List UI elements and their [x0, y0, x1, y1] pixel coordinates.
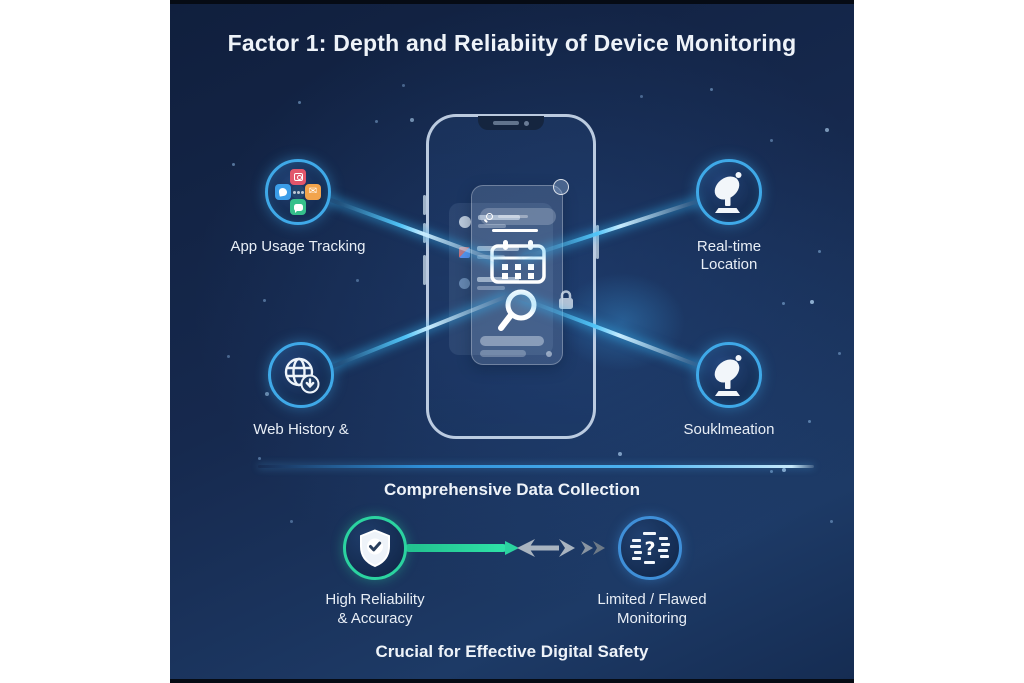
app-icon — [459, 247, 470, 258]
phone-camera — [524, 120, 529, 126]
node-circle — [268, 342, 334, 408]
phone-volume-button — [423, 195, 426, 215]
list-item — [459, 215, 543, 228]
infographic-panel: Factor 1: Depth and Reliabiity of Device… — [170, 0, 854, 683]
limited-monitoring-circle: ? — [618, 516, 682, 580]
limited-monitoring-label: Limited / Flawed Monitoring — [597, 591, 707, 627]
node-circle: ✉ — [265, 159, 331, 225]
high-reliability-circle — [343, 516, 407, 580]
section-divider — [258, 465, 814, 468]
magnifier-icon — [498, 289, 537, 331]
node-realtime-location: Real-time Location — [654, 159, 804, 274]
reliability-connector-line — [405, 544, 507, 552]
placeholder-bar — [480, 350, 526, 357]
node-label: Souklmeation — [683, 421, 775, 438]
node-circle — [696, 342, 762, 408]
satellite-dish-icon — [714, 172, 742, 213]
search-underline — [492, 229, 538, 232]
placeholder-bar — [480, 336, 544, 346]
globe-download-icon — [284, 357, 320, 394]
placeholder-dot — [546, 351, 552, 357]
node-label: Real-time Location — [696, 238, 762, 273]
search-bar — [480, 208, 556, 225]
page-title: Factor 1: Depth and Reliabiity of Device… — [227, 30, 797, 56]
bottom-border-strip — [170, 679, 854, 683]
camera-app-icon — [290, 169, 306, 185]
node-circle — [696, 159, 762, 225]
avatar — [459, 215, 471, 228]
search-icon — [486, 213, 493, 220]
node-app-usage-tracking: ✉ App Usage Tracking — [223, 159, 373, 256]
node-label: App Usage Tracking — [230, 238, 366, 255]
data-collection-caption: Comprehensive Data Collection — [383, 480, 640, 499]
chat-app-icon — [290, 199, 306, 215]
phone-notch — [478, 116, 544, 130]
satellite-dish-icon — [714, 355, 742, 396]
svg-text:?: ? — [644, 538, 655, 560]
list-item — [459, 277, 543, 290]
node-social-location: Souklmeation — [654, 342, 804, 439]
center-app-tile — [291, 185, 305, 199]
node-web-history: Web History & — [226, 342, 376, 439]
phone-mute-switch — [423, 255, 426, 285]
smartphone-illustration — [423, 114, 599, 439]
glitch-question-icon: ? — [630, 532, 670, 564]
top-border-strip — [170, 0, 854, 4]
settings-dot-icon — [553, 179, 569, 195]
search-placeholder-bar — [498, 215, 528, 218]
shield-check-icon — [360, 529, 390, 568]
monitoring-overlay-card — [471, 179, 569, 365]
footer-caption: Crucial for Effective Digital Safety — [375, 642, 649, 661]
avatar — [459, 278, 470, 289]
high-reliability-label: High Reliability & Accuracy — [325, 591, 425, 627]
mail-app-icon: ✉ — [305, 184, 321, 200]
node-label: Web History & — [253, 421, 349, 438]
app-cluster-icon: ✉ — [275, 169, 321, 215]
twitter-app-icon — [275, 184, 291, 200]
phone-speaker — [493, 121, 519, 125]
lock-icon — [559, 290, 573, 309]
calendar-icon — [490, 240, 546, 284]
phone-power-button — [596, 225, 599, 259]
degradation-arrows-icon — [505, 539, 605, 557]
